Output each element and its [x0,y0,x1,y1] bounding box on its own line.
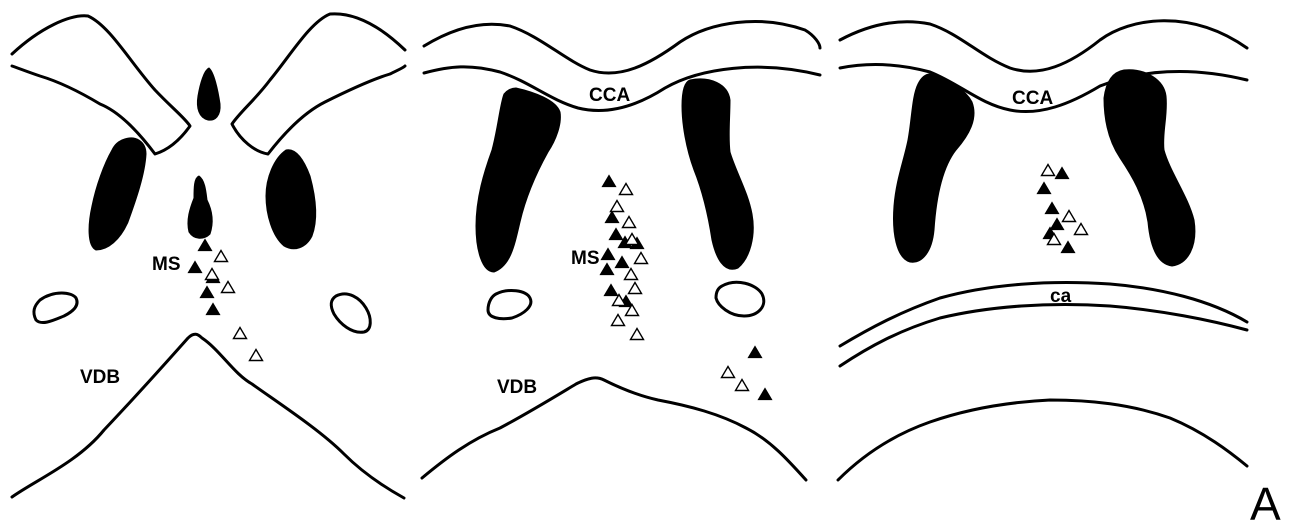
open-triangle-marker [206,269,219,280]
filled-triangle-marker [610,229,623,240]
open-triangle-marker [722,367,735,378]
panel-3: CCA ca [838,21,1247,480]
filled-triangle-marker [1051,219,1064,230]
label-cca: CCA [589,85,630,106]
filled-triangle-marker [207,304,220,315]
ventral-outline [12,334,404,498]
filled-triangle-marker [601,264,614,275]
panel-1: MS VDB [12,14,405,498]
open-triangle-marker [250,350,263,361]
ventricle-right [1104,70,1195,266]
corpus-callosum-right [232,14,405,154]
open-triangle-marker [620,184,633,195]
open-triangle-marker [1042,165,1055,176]
ventricle-right [682,79,753,269]
anterior-commissure-right [331,294,370,332]
markers-panel-3 [1038,165,1088,253]
ventricle-right [266,150,316,249]
open-triangle-marker [611,201,624,212]
anterior-commissure-left [488,291,531,319]
label-vdb: VDB [497,377,537,398]
filled-triangle-marker [759,389,772,400]
ventricle-left [894,74,974,262]
ventral-outline [422,378,806,480]
ca-outer [840,283,1247,346]
open-triangle-marker [629,283,642,294]
ventricle-mid-center [188,176,212,238]
open-triangle-marker [635,253,648,264]
filled-triangle-marker [1038,183,1051,194]
ventricle-left [476,88,560,272]
open-triangle-marker [215,251,228,262]
open-triangle-marker [234,328,247,339]
filled-triangle-marker [606,212,619,223]
ventricle-left [89,138,146,250]
label-cca: CCA [1012,88,1053,109]
open-triangle-marker [1063,211,1076,222]
cca-outer [840,21,1247,72]
anterior-commissure-left [34,293,77,323]
open-triangle-marker [612,315,625,326]
filled-triangle-marker [1046,203,1059,214]
open-triangle-marker [1075,224,1088,235]
open-triangle-marker [222,282,235,293]
open-triangle-marker [625,269,638,280]
filled-triangle-marker [1056,168,1069,179]
panel-2: CCA MS VDB [422,21,820,480]
label-ca: ca [1050,286,1072,307]
filled-triangle-marker [605,285,618,296]
filled-triangle-marker [201,287,214,298]
filled-triangle-marker [1062,242,1075,253]
label-ms: MS [571,248,600,269]
corpus-callosum-left [12,16,190,154]
ventral-outline [838,400,1247,480]
ventricle-top-center [197,68,220,120]
filled-triangle-marker [603,176,616,187]
cca-outer [424,21,820,73]
filled-triangle-marker [199,240,212,251]
open-triangle-marker [631,329,644,340]
open-triangle-marker [623,217,636,228]
filled-triangle-marker [602,249,615,260]
label-vdb: VDB [80,367,120,388]
anterior-commissure-right [716,282,764,316]
markers-panel-1 [189,240,263,361]
panel-letter: A [1250,478,1281,527]
filled-triangle-marker [189,262,202,273]
label-ms: MS [152,254,181,275]
open-triangle-marker [736,380,749,391]
filled-triangle-marker [749,347,762,358]
filled-triangle-marker [616,257,629,268]
